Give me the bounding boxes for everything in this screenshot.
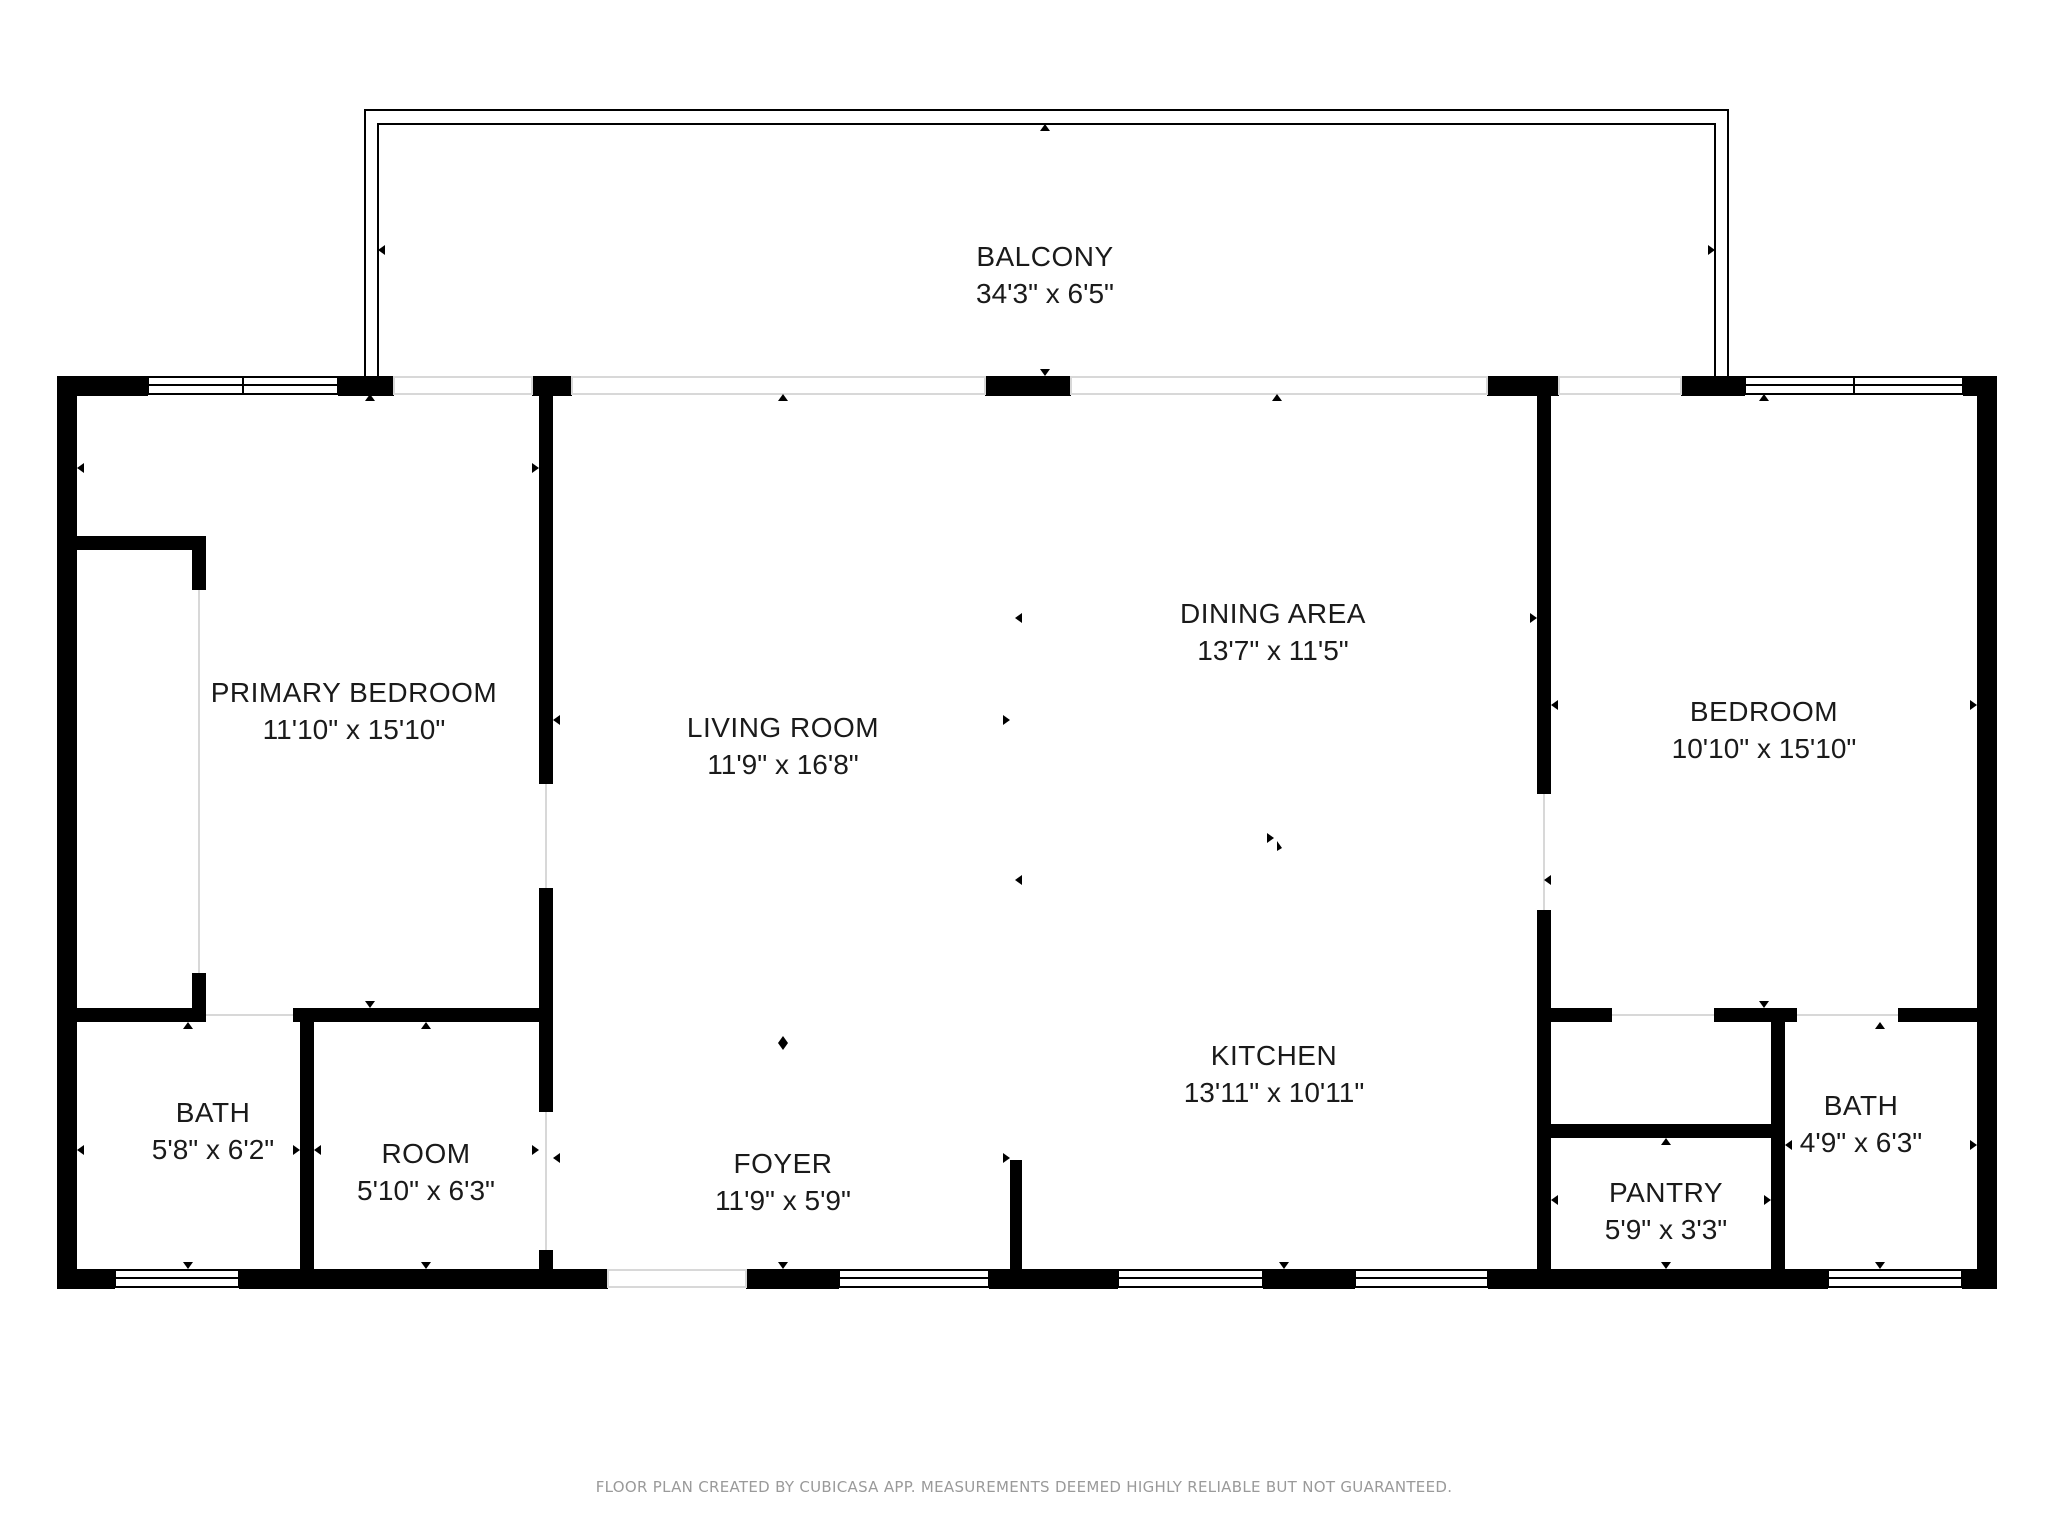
bedroom-dims: 10'10" x 15'10" (1672, 733, 1857, 764)
marker-bedroom-left (1551, 700, 1558, 710)
sliding-door-primary-bedroom (393, 376, 533, 395)
primary-bedroom-name: PRIMARY BEDROOM (211, 677, 498, 708)
bath-left-name: BATH (176, 1097, 251, 1128)
room-name: ROOM (381, 1138, 470, 1169)
exterior-walls (57, 376, 1997, 1289)
marker-bedroom-right (1970, 700, 1977, 710)
balcony-dims: 34'3" x 6'5" (976, 278, 1114, 309)
marker-bedroom-door (1544, 875, 1551, 885)
marker-bedroom-top (1759, 394, 1769, 401)
dimension-markers (77, 124, 1977, 1269)
marker-bath-left-bottom (183, 1262, 193, 1269)
room-dims: 5'10" x 6'3" (357, 1175, 495, 1206)
marker-pantry-top (1661, 1138, 1671, 1145)
window-foyer-bottom (838, 1269, 990, 1288)
bath-left-dims: 5'8" x 6'2" (152, 1134, 274, 1165)
balcony-name: BALCONY (976, 241, 1113, 272)
windows (114, 376, 1964, 1288)
marker-kitchen-top (1267, 833, 1274, 843)
window-kitchen-bottom-2 (1354, 1269, 1489, 1288)
marker-room-left (314, 1145, 321, 1155)
marker-foyer-base (778, 1262, 788, 1269)
marker-living-right (1003, 715, 1010, 725)
marker-living-top (778, 394, 788, 401)
interior-walls (75, 394, 1983, 1273)
door-openings (198, 376, 1898, 1288)
marker-bath-left-right (293, 1145, 300, 1155)
primary-bedroom-dims: 11'10" x 15'10" (263, 714, 446, 745)
marker-kitchen-base (1279, 1262, 1289, 1269)
marker-kitchen-top-2 (1277, 841, 1282, 851)
marker-pantry-left (1551, 1195, 1558, 1205)
room-labels: BALCONY 34'3" x 6'5" PRIMARY BEDROOM 11'… (152, 241, 1922, 1245)
marker-dining-left (1015, 613, 1022, 623)
marker-bath-left-top (183, 1022, 193, 1029)
window-kitchen-bottom-1 (1117, 1269, 1264, 1288)
marker-room-top (421, 1022, 431, 1029)
kitchen-dims: 13'11" x 10'11" (1184, 1077, 1365, 1108)
balcony-railing (364, 109, 1729, 377)
footer-disclaimer: FLOOR PLAN CREATED BY CUBICASA APP. MEAS… (596, 1478, 1453, 1496)
kitchen-name: KITCHEN (1211, 1040, 1337, 1071)
marker-primary-bottom (365, 1001, 375, 1008)
marker-foyer-left (553, 1153, 560, 1163)
marker-bath-right-bottom (1875, 1262, 1885, 1269)
marker-bath-right-right (1970, 1140, 1977, 1150)
pantry-dims: 5'9" x 3'3" (1605, 1214, 1727, 1245)
living-room-name: LIVING ROOM (687, 712, 879, 743)
bedroom-name: BEDROOM (1690, 696, 1838, 727)
marker-balcony-bottom (1040, 369, 1050, 376)
bath-right-name: BATH (1824, 1090, 1899, 1121)
marker-foyer-top (778, 1036, 788, 1043)
marker-kitchen-left (1015, 875, 1022, 885)
marker-foyer-right (1003, 1153, 1010, 1163)
window-bath-left-bottom (114, 1269, 240, 1288)
sliding-door-bedroom (1558, 376, 1682, 395)
marker-balcony-right (1708, 245, 1715, 255)
marker-balcony-left (378, 245, 385, 255)
marker-bath-right-top (1875, 1022, 1885, 1029)
marker-dining-top (1272, 394, 1282, 401)
marker-room-bottom (421, 1262, 431, 1269)
marker-bath-right-left (1785, 1140, 1792, 1150)
marker-balcony-top (1040, 124, 1050, 131)
entry-door-foyer (607, 1269, 747, 1288)
window-bath-right-bottom (1827, 1269, 1963, 1288)
marker-primary-left (77, 463, 84, 473)
foyer-name: FOYER (734, 1148, 833, 1179)
marker-primary-top (365, 394, 375, 401)
marker-foyer-bottom (778, 1043, 788, 1050)
sliding-door-dining-area (1070, 376, 1488, 395)
marker-room-right (532, 1145, 539, 1155)
window-primary-bedroom-top (147, 376, 339, 395)
window-bedroom-top (1744, 376, 1964, 395)
sliding-door-living-room (571, 376, 986, 395)
bath-right-dims: 4'9" x 6'3" (1800, 1127, 1922, 1158)
pantry-name: PANTRY (1609, 1177, 1723, 1208)
marker-pantry-right (1764, 1195, 1771, 1205)
living-room-dims: 11'9" x 16'8" (707, 749, 858, 780)
dining-area-name: DINING AREA (1180, 598, 1366, 629)
dining-area-dims: 13'7" x 11'5" (1197, 635, 1348, 666)
marker-dining-right (1530, 613, 1537, 623)
marker-pantry-bottom (1661, 1262, 1671, 1269)
marker-bedroom-bottom (1759, 1001, 1769, 1008)
foyer-dims: 11'9" x 5'9" (715, 1185, 851, 1216)
marker-living-left (553, 715, 560, 725)
marker-bath-left-left (77, 1145, 84, 1155)
marker-primary-right (532, 463, 539, 473)
